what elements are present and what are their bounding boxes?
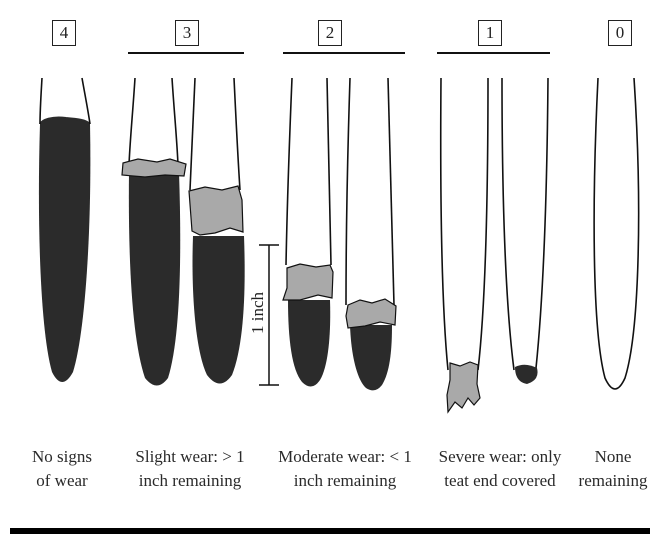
- score-box-4: 4: [52, 20, 76, 46]
- caption-score-2: Moderate wear: < 1 inch remaining: [270, 445, 420, 493]
- teat-score-4: [39, 78, 90, 382]
- caption-score-2-line2: inch remaining: [270, 469, 420, 493]
- caption-score-3-line2: inch remaining: [120, 469, 260, 493]
- caption-score-0-line1: None: [576, 445, 650, 469]
- caption-score-1-line1: Severe wear: only: [430, 445, 570, 469]
- teat-score-0: [594, 78, 638, 389]
- teat-score-1a: [441, 78, 488, 412]
- teat-score-2a: [283, 78, 333, 387]
- caption-score-3-line1: Slight wear: > 1: [120, 445, 260, 469]
- caption-score-4-line1: No signs: [12, 445, 112, 469]
- bottom-border-bar: [10, 528, 650, 534]
- teat-score-1b: [502, 78, 548, 384]
- caption-score-1: Severe wear: only teat end covered: [430, 445, 570, 493]
- teat-score-2b: [346, 78, 396, 390]
- caption-score-2-line1: Moderate wear: < 1: [270, 445, 420, 469]
- score-box-1: 1: [478, 20, 502, 46]
- caption-score-3: Slight wear: > 1 inch remaining: [120, 445, 260, 493]
- caption-score-1-line2: teat end covered: [430, 469, 570, 493]
- one-inch-label: 1 inch: [248, 283, 268, 343]
- score-box-3: 3: [175, 20, 199, 46]
- score-box-0: 0: [608, 20, 632, 46]
- caption-score-4-line2: of wear: [12, 469, 112, 493]
- teat-score-3b: [189, 78, 245, 384]
- caption-score-0: None remaining: [576, 445, 650, 493]
- caption-score-0-line2: remaining: [576, 469, 650, 493]
- teat-score-3a: [122, 78, 186, 386]
- score-box-2: 2: [318, 20, 342, 46]
- caption-score-4: No signs of wear: [12, 445, 112, 493]
